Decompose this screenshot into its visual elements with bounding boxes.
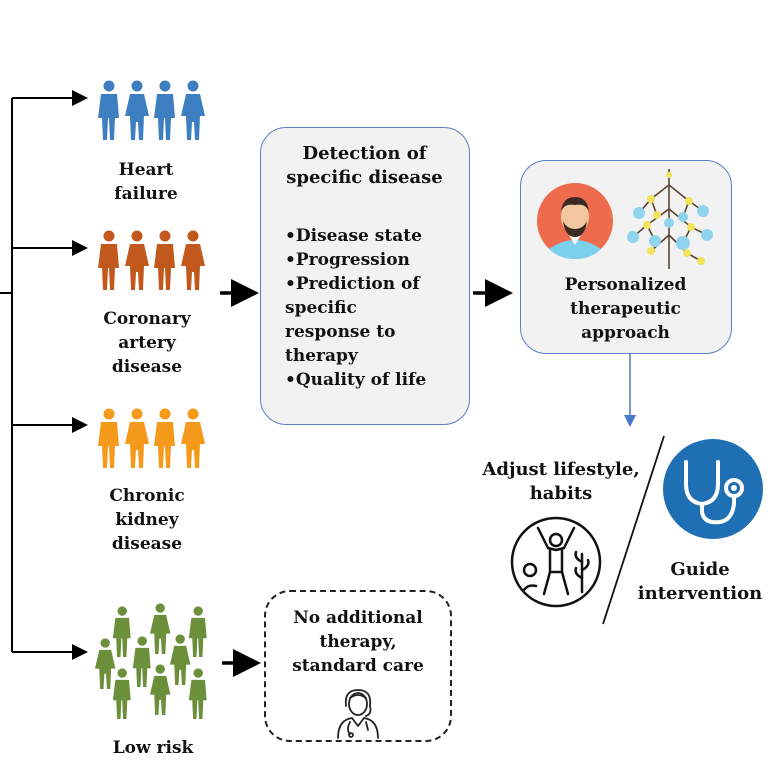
detection-title: Detection of specific disease — [286, 143, 443, 188]
crowd-icon-green — [95, 603, 207, 719]
list-item: •Progression — [285, 250, 410, 270]
list-item: •Quality of life — [285, 370, 427, 390]
label-heart-failure: Heart failure — [114, 160, 178, 204]
list-item: therapy — [285, 346, 358, 366]
nurse-icon — [337, 689, 379, 739]
people-icon-brown — [98, 230, 205, 290]
lifestyle-label: Adjust lifestyle, habits — [482, 459, 640, 504]
personalized-label: Personalized therapeutic approach — [564, 275, 687, 343]
standard-care-box: No additional therapy, standard care — [264, 590, 452, 742]
list-item: •Disease state — [285, 226, 422, 246]
divider-slash — [602, 435, 665, 625]
personalized-box: Personalized therapeutic approach — [520, 160, 732, 354]
detection-box: Detection of specific disease •Disease s… — [260, 127, 470, 425]
list-item: response to — [285, 322, 396, 342]
stethoscope-icon — [663, 439, 763, 539]
people-icon-orange — [98, 408, 205, 468]
label-low-risk: Low risk — [112, 738, 194, 758]
label-coronary-artery-disease: Coronary artery disease — [103, 309, 191, 377]
intervention-label: Guide intervention — [637, 559, 763, 604]
label-chronic-kidney-disease: Chronic kidney disease — [109, 486, 185, 554]
list-item: •Prediction of — [285, 274, 420, 294]
network-tree-icon — [627, 169, 713, 269]
exercise-icon — [510, 516, 602, 608]
detection-list: •Disease state •Progression •Prediction … — [285, 224, 426, 392]
doctor-avatar-icon — [537, 183, 613, 259]
standard-care-label: No additional therapy, standard care — [292, 608, 424, 676]
people-icon-blue — [98, 80, 205, 140]
list-item: specific — [285, 298, 357, 318]
